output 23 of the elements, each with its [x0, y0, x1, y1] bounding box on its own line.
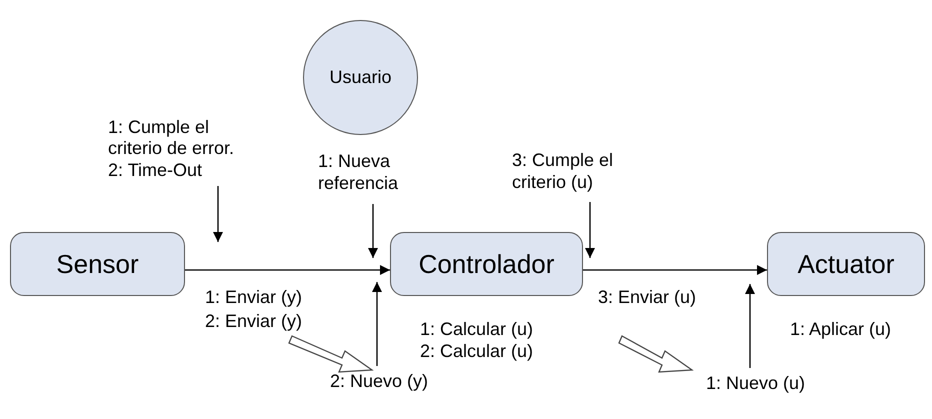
message-label: 1: Enviar (y)	[205, 286, 302, 308]
operation-label: 1: Calcular (u)	[420, 318, 534, 340]
message-label: 2: Enviar (y)	[205, 310, 302, 332]
process-box: Controlador	[390, 232, 583, 296]
message-text: 2: Time-Out	[108, 160, 202, 182]
arrow	[745, 284, 755, 368]
operation-label: 1: Aplicar (u)	[790, 318, 892, 340]
process-box: Actuator	[767, 232, 925, 296]
message-text: 1: Nueva referencia	[318, 151, 400, 195]
arrow	[213, 186, 223, 242]
process-box: Sensor	[10, 232, 185, 296]
message-text: 1: Nuevo (u)	[706, 373, 806, 395]
message-text: 3: Cumple el criterio (u)	[512, 150, 614, 194]
message-text: 1: Cumple el criterio de error.	[108, 116, 236, 160]
arrow	[583, 265, 767, 275]
message-text: 2: Nuevo (y)	[330, 371, 428, 393]
message-label: 3: Enviar (u)	[598, 286, 696, 308]
arrow	[585, 202, 595, 258]
arrow	[185, 265, 390, 275]
actor-circle: Usuario	[303, 20, 418, 135]
operation-label: 2: Calcular (u)	[420, 340, 534, 362]
arrow	[372, 282, 382, 366]
arrow	[368, 204, 378, 258]
